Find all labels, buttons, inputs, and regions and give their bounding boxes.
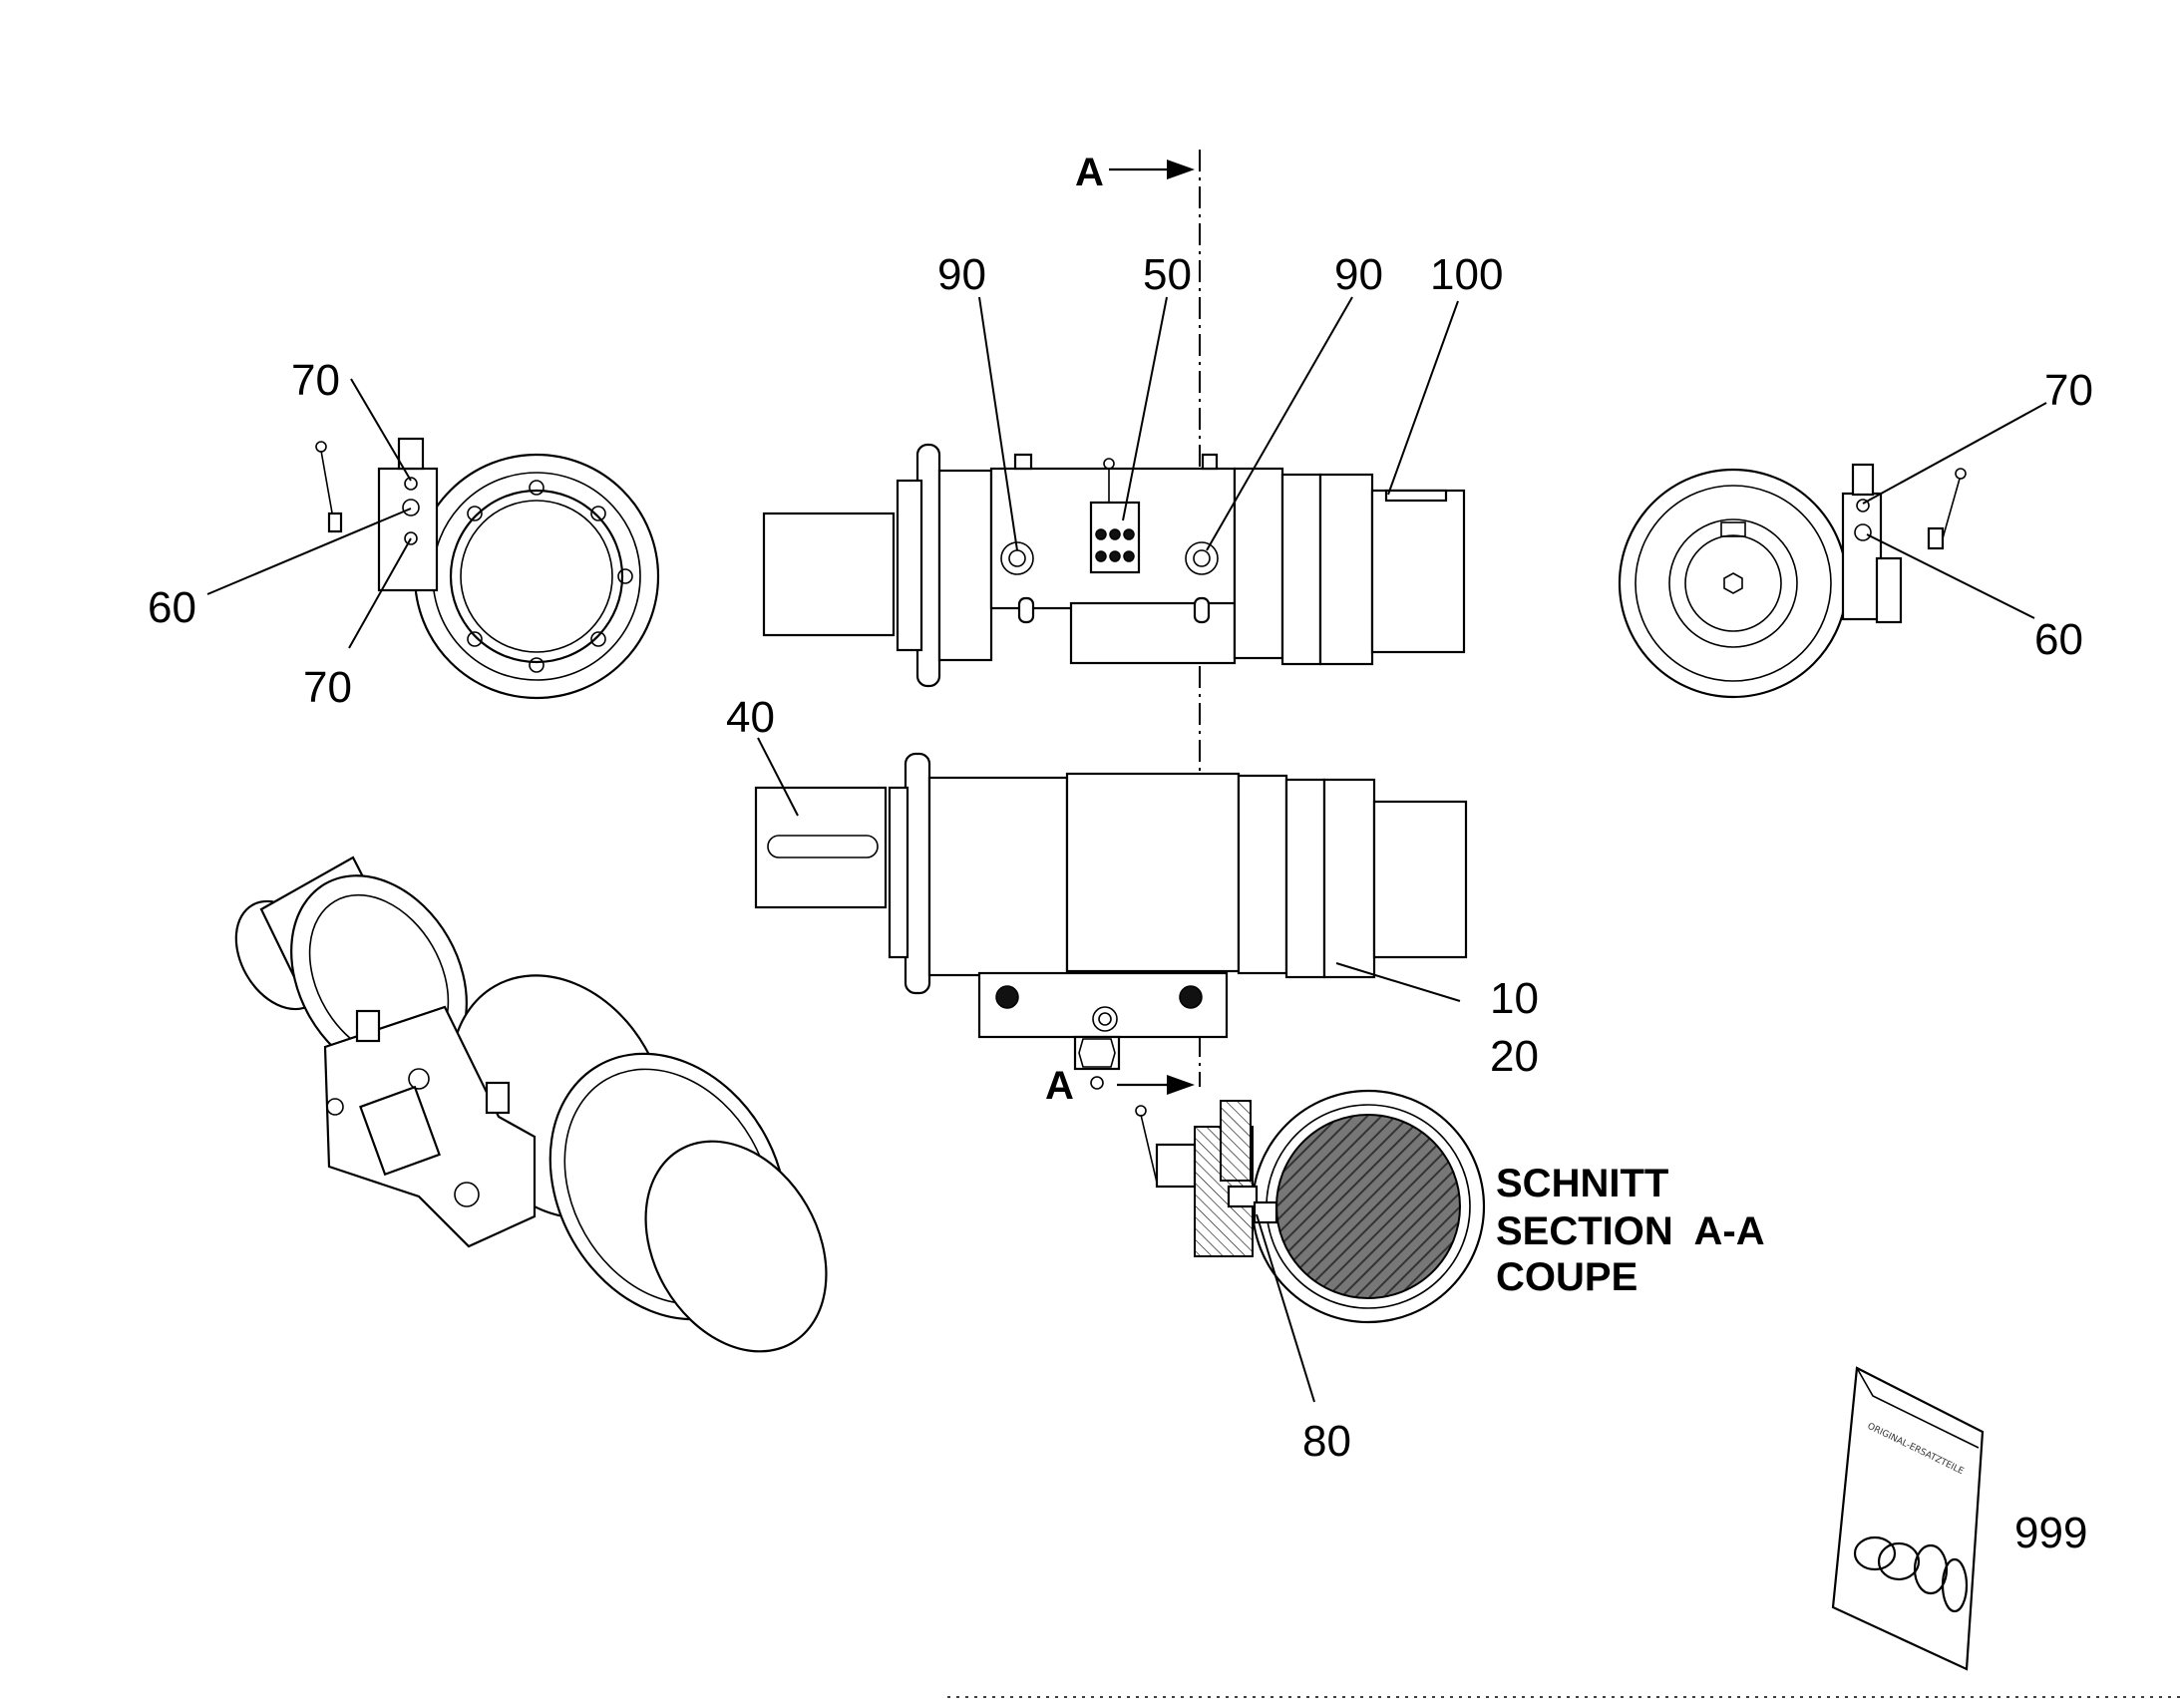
callout-100: 100 — [1430, 250, 1503, 299]
callout-60-right: 60 — [2034, 615, 2083, 664]
section-marker-bottom: A — [1045, 1064, 1074, 1108]
leader-lines — [206, 296, 2047, 1403]
callout-90-left: 90 — [937, 250, 986, 299]
section-caption-line3: COUPE — [1496, 1255, 1637, 1299]
callout-60-left: 60 — [148, 583, 196, 632]
seal-kit-bag: ORIGINAL-ERSATZTEILE — [1831, 1366, 1985, 1671]
end-view-right — [1618, 463, 1967, 699]
end-view-left — [315, 437, 660, 700]
section-caption-line2: SECTION A-A — [1496, 1209, 1765, 1253]
section-view-a-a — [1135, 1089, 1486, 1324]
side-view-top — [762, 443, 1466, 688]
section-caption: SCHNITT SECTION A-A COUPE — [1496, 1162, 1765, 1299]
callout-70-left-bottom: 70 — [303, 663, 352, 712]
callout-labels: 90 50 90 100 70 60 70 70 60 40 10 20 80 … — [148, 250, 2093, 1557]
callout-70-left-top: 70 — [291, 356, 340, 405]
callout-50: 50 — [1143, 250, 1192, 299]
callout-70-right: 70 — [2044, 366, 2093, 415]
section-marker-top: A — [1075, 151, 1104, 194]
section-caption-line1: SCHNITT — [1496, 1162, 1668, 1205]
callout-80: 80 — [1302, 1417, 1351, 1466]
callout-999: 999 — [2014, 1509, 2087, 1557]
side-view-bottom — [754, 752, 1468, 1090]
callout-10: 10 — [1490, 974, 1539, 1023]
callout-90-right: 90 — [1334, 250, 1383, 299]
callout-20: 20 — [1490, 1032, 1539, 1081]
callout-40: 40 — [726, 693, 775, 742]
isometric-view — [234, 855, 828, 1353]
